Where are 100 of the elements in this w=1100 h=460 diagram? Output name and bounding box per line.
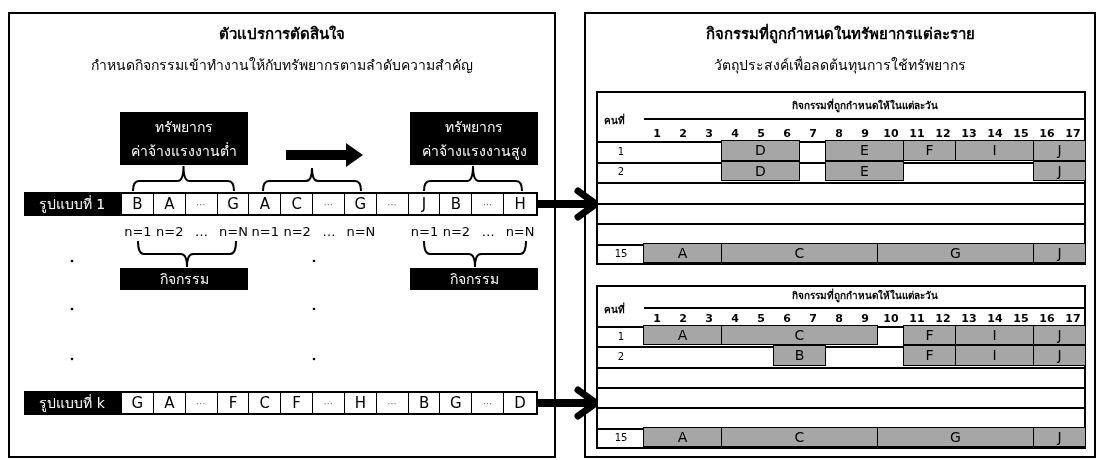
activity-bar: F (903, 345, 956, 366)
activity-bar: J (1033, 140, 1086, 161)
day-number: 4 (730, 311, 740, 327)
activity-label-box: กิจกรรม (410, 268, 538, 290)
activity-bar: F (903, 325, 956, 346)
activity-bar: C (721, 242, 878, 263)
gene-cell: F (217, 393, 250, 413)
index-label: … (321, 223, 337, 241)
gene-cell: A (249, 194, 282, 214)
index-label: … (194, 223, 210, 241)
gene-cell: B (122, 194, 154, 214)
day-number: 13 (960, 311, 978, 327)
activity-bar: F (903, 140, 956, 161)
day-number: 2 (678, 126, 688, 142)
panel-title: กิจกรรมที่ถูกกำหนดในทรัพยากรแต่ละราย (704, 22, 976, 46)
row-number: 15 (613, 431, 629, 446)
gene-cell: H (344, 393, 377, 413)
index-label: n=2 (155, 223, 185, 241)
index-label: n=N (504, 223, 536, 241)
activity-bar: D (721, 160, 800, 181)
activity-bar: J (1033, 345, 1086, 366)
day-number: 1 (652, 311, 662, 327)
day-number: 14 (986, 126, 1004, 142)
panel-subtitle: วัตถุประสงค์เพื่อลดต้นทุนการใช้ทรัพยากร (713, 55, 967, 76)
day-number: 7 (808, 311, 818, 327)
pattern-label: รูปแบบที่ k (24, 391, 120, 415)
row-header-label: คนที่ (604, 303, 625, 317)
activity-bar: C (721, 325, 878, 346)
activity-bar: J (1033, 242, 1086, 263)
activity-bar: E (825, 160, 904, 181)
day-number: 10 (882, 311, 900, 327)
column-header: กิจกรรมที่ถูกกำหนดให้ในแต่ละวัน (791, 289, 939, 303)
day-number: 9 (860, 311, 870, 327)
day-number: 5 (756, 311, 766, 327)
activity-bar: G (877, 426, 1034, 447)
day-number: 8 (834, 311, 844, 327)
gene-cell: ⋯ (185, 393, 218, 413)
gene-cell: C (249, 393, 282, 413)
index-label: n=1 (250, 223, 280, 241)
day-number: 16 (1038, 311, 1056, 327)
day-number: 9 (860, 126, 870, 142)
activity-label-box: กิจกรรม (120, 268, 248, 290)
day-number: 7 (808, 126, 818, 142)
day-number: 8 (834, 126, 844, 142)
index-label: n=2 (282, 223, 312, 241)
activity-bar: I (955, 140, 1034, 161)
schedule-table (596, 285, 1086, 449)
index-label: n=2 (441, 223, 472, 241)
row-number: 2 (616, 165, 626, 180)
column-header: กิจกรรมที่ถูกกำหนดให้ในแต่ละวัน (791, 99, 939, 113)
day-number: 17 (1064, 311, 1082, 327)
index-label: n=1 (409, 223, 440, 241)
index-label: … (480, 223, 496, 241)
gene-cell-text: H (513, 194, 527, 214)
day-number: 3 (704, 126, 714, 142)
day-number: 12 (934, 126, 952, 142)
index-label: n=N (345, 223, 377, 241)
panel-title: ตัวแปรการตัดสินใจ (218, 24, 346, 45)
day-number: 12 (934, 311, 952, 327)
gene-cell-text: D (513, 393, 527, 413)
day-number: 3 (704, 311, 714, 327)
gene-cell: ⋯ (185, 194, 218, 214)
index-label: n=1 (123, 223, 153, 241)
day-number: 10 (882, 126, 900, 142)
day-number: 15 (1012, 311, 1030, 327)
activity-bar: J (1033, 426, 1086, 447)
activity-bar: A (643, 242, 722, 263)
row-number: 1 (616, 329, 626, 344)
gene-cell: C (281, 194, 314, 214)
activity-bar: B (773, 345, 826, 366)
activity-bar: I (955, 325, 1034, 346)
gene-cell: G (122, 393, 154, 413)
gene-cell: B (440, 194, 473, 214)
gene-cell: ⋯ (472, 194, 505, 214)
panel (584, 12, 1096, 458)
chromosome-row (120, 192, 538, 216)
gene-cell: B (408, 393, 441, 413)
gene-cell: A (153, 393, 186, 413)
gene-cell: ⋯ (376, 393, 409, 413)
gene-cell: F (281, 393, 314, 413)
index-label: n=N (218, 223, 249, 241)
gene-cell: J (408, 194, 441, 214)
row-number: 2 (616, 350, 626, 364)
resource-label-box: ทรัพยากร ค่าจ้างแรงงานต่ำ (120, 112, 248, 165)
activity-bar: I (955, 345, 1034, 366)
row-number: 15 (613, 247, 629, 262)
activity-bar: J (1033, 325, 1086, 346)
chromosome-row (120, 391, 538, 415)
day-number: 4 (730, 126, 740, 142)
resource-label-box: ทรัพยากร ค่าจ้างแรงงานสูง (410, 112, 538, 165)
activity-bar: J (1033, 160, 1086, 181)
pattern-label: รูปแบบที่ 1 (24, 192, 120, 216)
gene-cell: ⋯ (313, 393, 345, 413)
gene-cell: ⋯ (472, 393, 505, 413)
panel (8, 12, 556, 458)
gene-cell: A (153, 194, 186, 214)
day-number: 6 (782, 126, 792, 142)
row-header-label: คนที่ (604, 114, 625, 128)
day-number: 17 (1064, 126, 1082, 142)
day-number: 16 (1038, 126, 1056, 142)
